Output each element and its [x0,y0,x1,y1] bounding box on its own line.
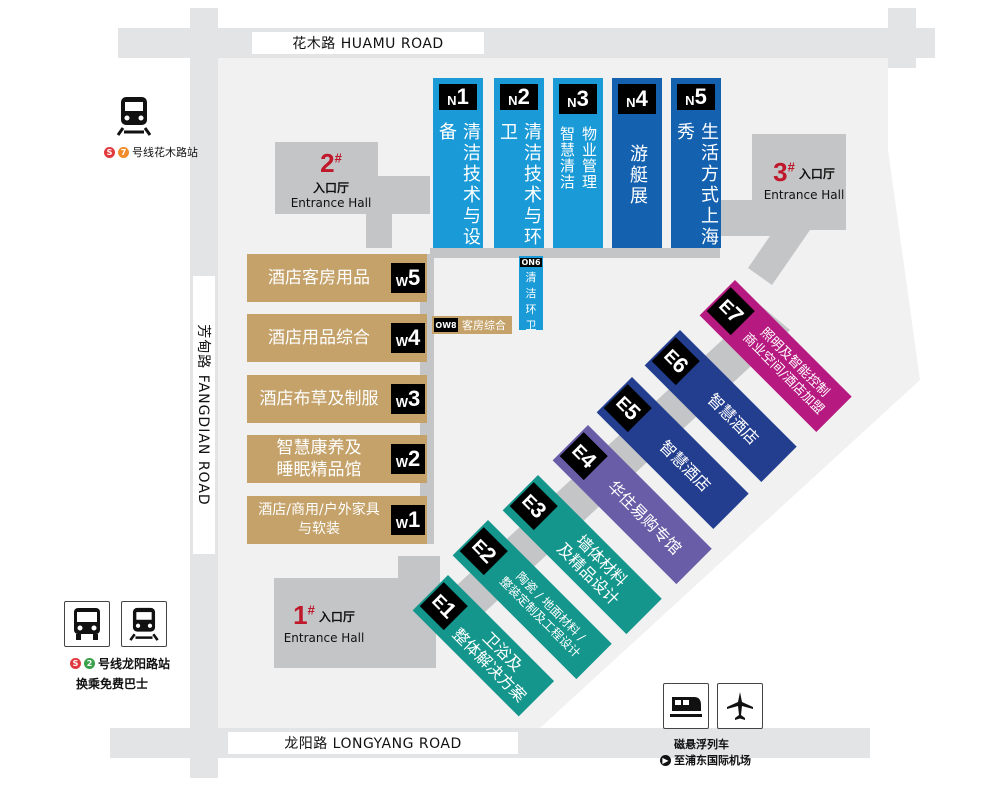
hall-on6[interactable]: ON6 清洁 环卫 [519,256,543,332]
road-label-fangdian: 芳甸路 FANGDIAN ROAD [193,276,215,554]
metro-logo-icon-2: S [70,658,81,669]
road-label-longyang: 龙阳路 LONGYANG ROAD [228,732,518,754]
maglev-train-icon [663,683,709,729]
entrance-2[interactable]: 2# 入口厅 Entrance Hall [290,148,372,210]
hall-ow8[interactable]: OW8 客房综合 [432,316,512,334]
metro7-station: S 7 号线花木路站 [104,144,198,160]
free-shuttle-label: 换乘免费巴士 [76,677,149,691]
play-arrow-icon: ▶ [660,754,671,766]
entrance-3[interactable]: 3# 入口厅 Entrance Hall [763,157,845,202]
bus-icon [64,601,110,647]
airport-direction: ▶ 至浦东国际机场 [660,752,751,768]
road-east [888,8,916,68]
metro2-station: S 2 号线龙阳路站 [70,655,170,672]
airplane-icon [717,683,763,729]
metro-train-icon-2 [121,601,167,647]
entrance-1[interactable]: 1# 入口厅 Entrance Hall [283,600,365,645]
road-label-huamu: 花木路 HUAMU ROAD [252,32,484,54]
metro-logo-icon: S [104,146,115,158]
maglev-label: 磁悬浮列车 [674,738,729,751]
metro-train-icon [112,94,156,138]
